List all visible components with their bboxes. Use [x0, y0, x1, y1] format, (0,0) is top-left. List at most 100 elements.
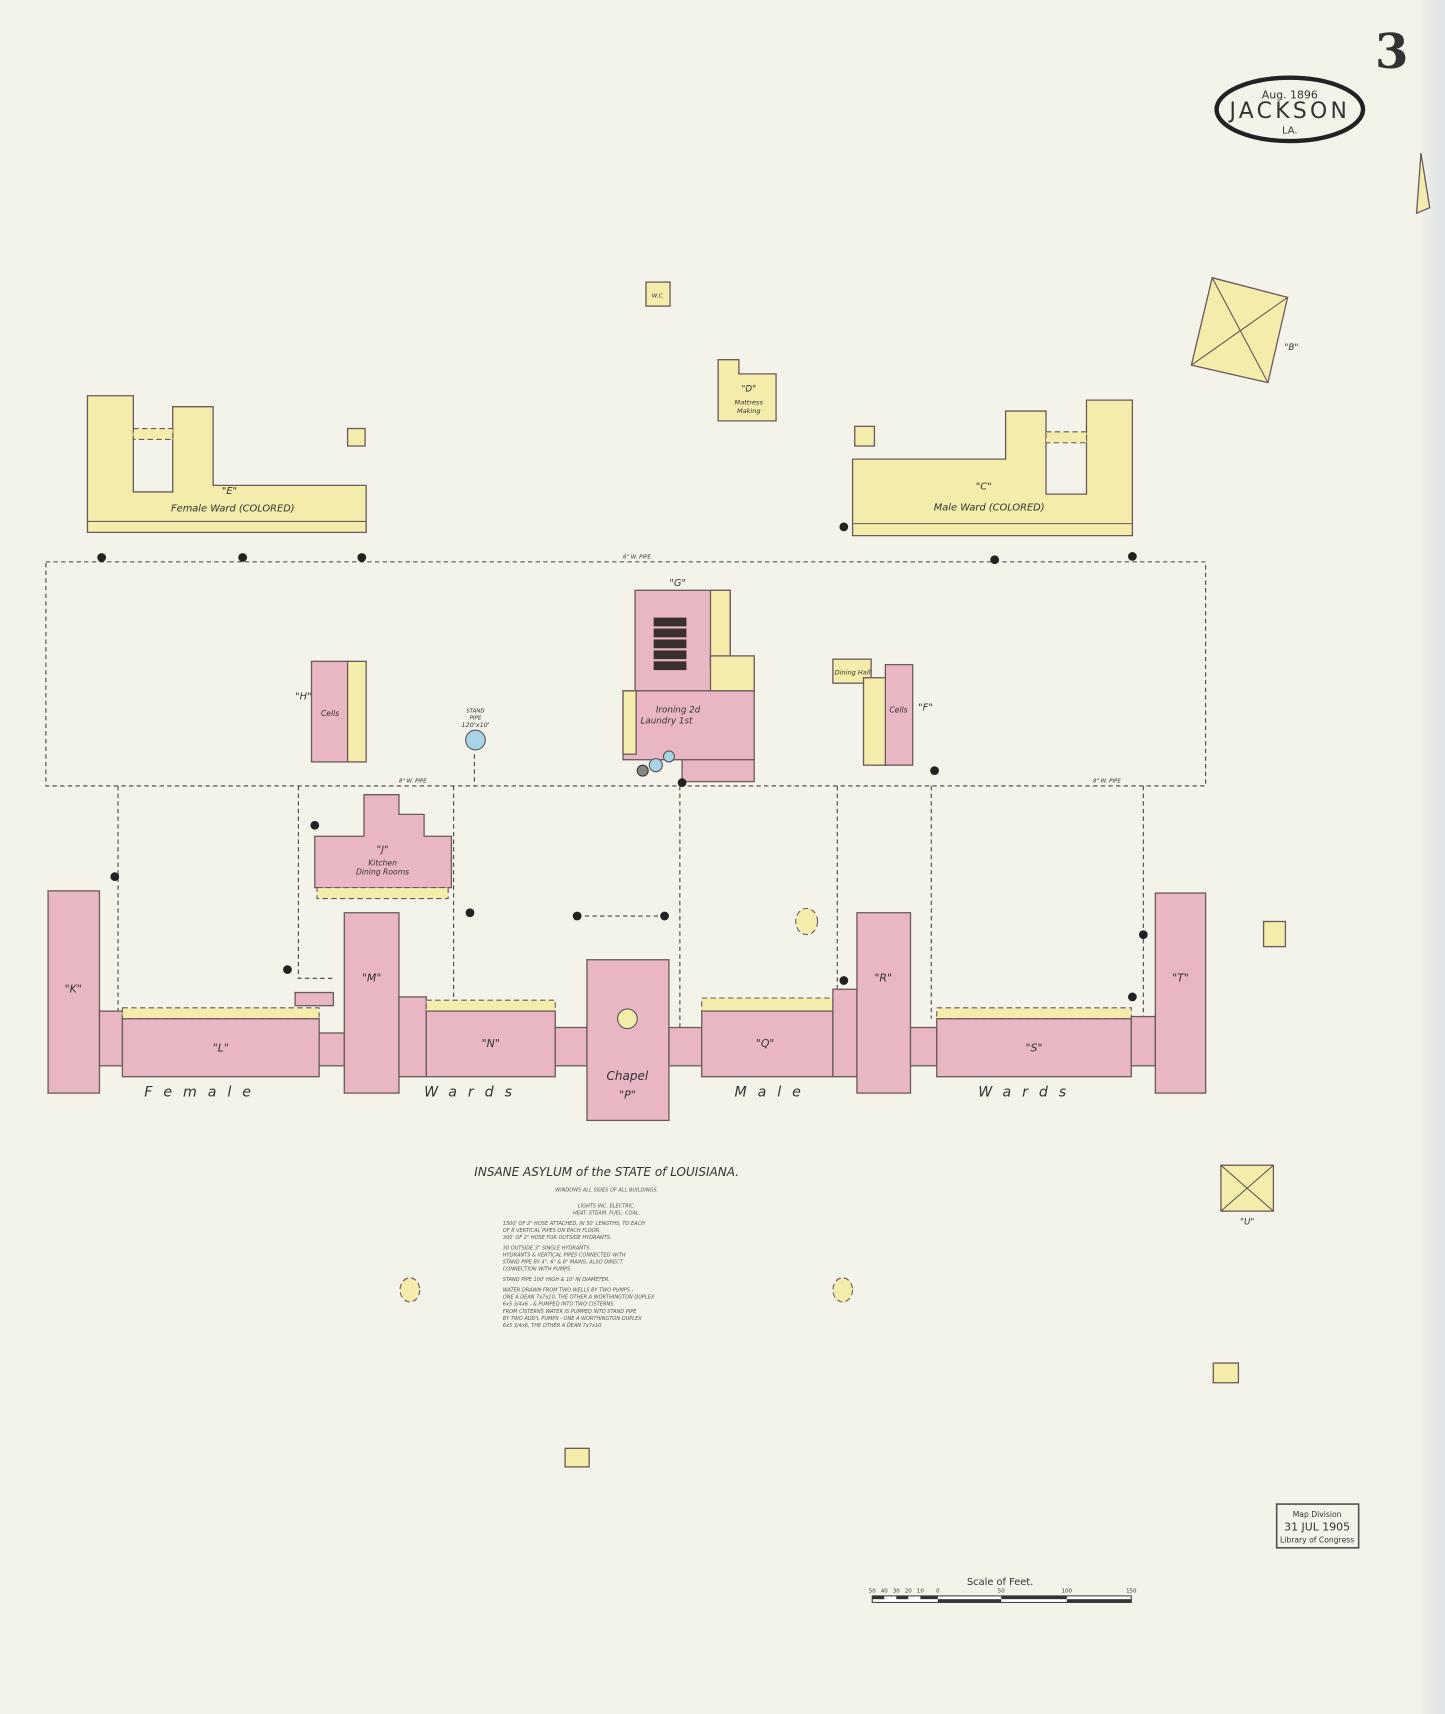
svg-text:"N": "N"	[482, 1037, 500, 1050]
label-F: "F"	[918, 703, 933, 714]
building-F	[884, 663, 914, 766]
note-line: 6x5 3/4x6 - & PUMPED INTO TWO CISTERNS.	[503, 1302, 615, 1308]
cartouche-state: LA.	[1282, 125, 1297, 136]
cistern	[662, 750, 675, 763]
svg-text:Library of Congress: Library of Congress	[1280, 1535, 1354, 1544]
note-line: FROM CISTERNS WATER IS PUMPED INTO STAND…	[503, 1309, 637, 1315]
svg-text:Wards: Wards	[424, 1084, 523, 1100]
label-H: "H"	[295, 692, 311, 703]
stand-pipe-label: STAND	[466, 709, 484, 715]
connector	[98, 1010, 124, 1067]
label-J-desc2: Dining Rooms	[356, 867, 409, 876]
note-line: LIGHTS INC. ELECTRIC.	[578, 1203, 635, 1209]
scale-tick-label: 40	[881, 1589, 888, 1595]
svg-text:"K": "K"	[65, 983, 82, 996]
label-U: "U"	[1240, 1217, 1254, 1227]
label-dining-hall: Dining Hall	[835, 668, 871, 676]
connector	[1130, 1015, 1156, 1067]
outbuilding	[1262, 920, 1287, 948]
outbuilding-round	[399, 1277, 421, 1303]
building-T	[1154, 892, 1207, 1094]
note-line: CONNECTION WITH PUMPS.	[503, 1267, 572, 1273]
svg-text:"M": "M"	[362, 972, 381, 985]
label-G-desc2: Laundry 1st	[641, 717, 693, 727]
notes: WINDOWS ALL SIDES OF ALL BUILDINGS.LIGHT…	[503, 1187, 658, 1329]
outbuilding-round	[795, 907, 819, 936]
connector	[668, 1026, 703, 1067]
scale-tick-label: 50	[998, 1589, 1005, 1595]
building-L-annex	[294, 991, 335, 1007]
label-E: "E"	[222, 486, 237, 497]
building-N	[425, 1010, 556, 1078]
well	[636, 764, 649, 777]
library-stamp: Map Division 31 JUL 1905 Library of Cong…	[1275, 1503, 1360, 1549]
pipe-label: 6" W. PIPE	[623, 555, 651, 561]
connector	[554, 1026, 588, 1067]
scale-tick-label: 100	[1062, 1589, 1073, 1595]
building-H-frame	[346, 660, 367, 763]
building-G-laundry	[622, 690, 755, 761]
svg-text:Scale of Feet.: Scale of Feet.	[967, 1577, 1033, 1588]
boilers	[653, 617, 687, 671]
note-line: HEAT: STEAM. FUEL: COAL.	[573, 1210, 640, 1216]
pipe-label: 8" W. PIPE	[1093, 779, 1121, 785]
building-A-shed	[1415, 152, 1431, 215]
building-P-chapel	[586, 959, 670, 1122]
svg-text:31 JUL 1905: 31 JUL 1905	[1284, 1520, 1350, 1533]
page-number: 3	[1375, 24, 1408, 80]
stand-pipe-label: 120'x10'	[461, 721, 490, 729]
building-E-annex	[346, 427, 366, 447]
note-line: STAND PIPE 100' HIGH & 10' IN DIAMETER.	[503, 1277, 610, 1283]
label-E-desc: Female Ward (COLORED)	[171, 504, 295, 515]
connector	[398, 996, 427, 1078]
scale-tick-label: 10	[917, 1589, 924, 1595]
label-G: "G"	[669, 578, 686, 589]
note-line: 30 OUTSIDE 3" SINGLE HYDRANTS.	[503, 1245, 591, 1251]
outbuilding-round	[832, 1277, 854, 1303]
label-J: "J"	[377, 845, 389, 856]
porch	[425, 999, 556, 1012]
note-line: BY TWO ADD'L PUMPS - ONE A WORTHINGTON D…	[503, 1316, 642, 1322]
pipe-label: 8" W. PIPE	[399, 779, 427, 785]
label-C: "C"	[976, 482, 992, 493]
label-G-desc: Ironing 2d	[656, 706, 701, 716]
svg-text:Map Division: Map Division	[1293, 1510, 1342, 1519]
outbuilding	[1212, 1362, 1240, 1384]
cartouche-oval	[1214, 75, 1366, 144]
building-D	[717, 359, 777, 422]
building-R	[856, 912, 912, 1094]
building-Q	[701, 1010, 834, 1078]
scale-tick-label: 50	[869, 1589, 876, 1595]
svg-text:"Q": "Q"	[756, 1037, 775, 1050]
label-wc: W.C.	[652, 293, 664, 299]
scale-tick-label: 30	[893, 1589, 900, 1595]
ward-labels: Female Wards Male Wards	[144, 1084, 1066, 1100]
scale-tick-label: 0	[936, 1589, 940, 1595]
building-K	[47, 890, 101, 1094]
building-C	[851, 399, 1134, 537]
main-wards-range	[47, 890, 1207, 1122]
building-G-frame2	[709, 655, 755, 692]
svg-text:Chapel: Chapel	[607, 1069, 649, 1083]
connector	[832, 988, 858, 1078]
building-L	[121, 1018, 320, 1078]
svg-text:Female: Female	[144, 1084, 262, 1100]
cartouche-town: JACKSON	[1227, 99, 1350, 124]
building-J	[314, 794, 453, 889]
svg-text:"P": "P"	[619, 1089, 636, 1102]
svg-text:"L": "L"	[213, 1042, 229, 1055]
cistern	[648, 758, 663, 773]
building-dining-hall	[832, 658, 872, 684]
note-line: OF 8 VERTICAL PIPES ON EACH FLOOR.	[503, 1228, 601, 1234]
svg-text:"T": "T"	[1172, 972, 1189, 985]
scale-tick-label: 20	[905, 1589, 912, 1595]
scale-tick-label: 150	[1126, 1589, 1137, 1595]
note-line: WATER DRAWN FROM TWO WELLS BY TWO PUMPS …	[503, 1287, 634, 1293]
connector	[909, 1026, 938, 1067]
note-line: 6x5 3/4x6, THE OTHER A DEAN 7x7x10.	[503, 1323, 603, 1329]
svg-text:"R": "R"	[874, 972, 892, 985]
note-line: STAND PIPE BY 4", 6" & 8" MAINS, ALSO DI…	[503, 1260, 624, 1266]
